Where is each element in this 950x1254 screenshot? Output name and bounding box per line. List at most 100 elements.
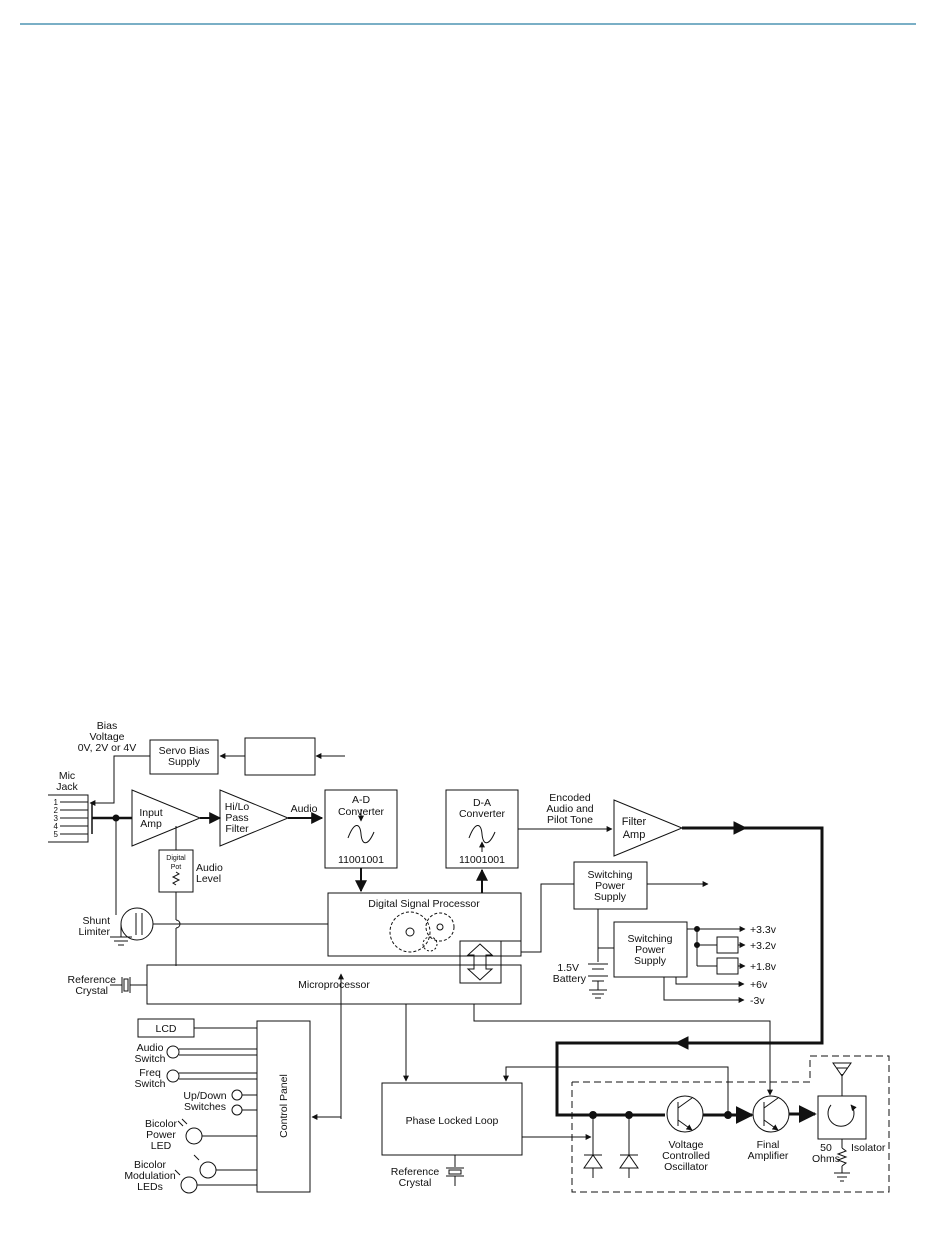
- bml-label-3: LEDs: [137, 1181, 163, 1193]
- pin-label-4: 4: [54, 822, 59, 831]
- pll-label: Phase Locked Loop: [406, 1115, 499, 1127]
- vco-label-2: Controlled: [662, 1150, 710, 1162]
- dsp-micro-bus-arrow: [466, 943, 494, 981]
- da-label-1: D-A: [473, 797, 491, 809]
- bpl-label-1: Bicolor: [145, 1118, 178, 1130]
- filter-amp-triangle: [613, 799, 684, 857]
- ref1-label-1: Reference: [68, 974, 117, 986]
- udsw-label-2: Switches: [184, 1101, 226, 1113]
- sps1-label-1: Switching: [588, 869, 633, 881]
- mic-junction-dot: [112, 814, 120, 822]
- sps2-label-3: Supply: [634, 955, 667, 967]
- antenna-icon: [832, 1062, 852, 1077]
- shunt-label-2: Limiter: [78, 926, 110, 938]
- v33-label: +3.3v: [750, 924, 777, 936]
- dsp-side-wire: [501, 940, 522, 956]
- fsw-label-1: Freq: [139, 1067, 161, 1079]
- bias-label-2: Voltage: [89, 731, 124, 743]
- input-amp-label-2: Amp: [140, 818, 162, 830]
- bpl-label-3: LED: [151, 1140, 172, 1152]
- ad-sine-icon: [347, 825, 375, 844]
- sps1-label-2: Power: [595, 880, 625, 892]
- final-amp-transistor-symbol: [752, 1095, 790, 1133]
- pin-label-1: 1: [54, 798, 59, 807]
- final-collector: [763, 1097, 779, 1109]
- sps1-label-3: Supply: [594, 891, 627, 903]
- input-amp-label-1: Input: [139, 807, 162, 819]
- ad-label-1: A-D: [352, 794, 371, 806]
- regulator-a-box: [716, 936, 739, 954]
- servo-label-1: Servo Bias: [159, 745, 210, 757]
- ad-bits: 11001001: [338, 854, 384, 866]
- isolator-label: Isolator: [851, 1142, 886, 1154]
- fsw-label-2: Switch: [135, 1078, 166, 1090]
- hilo-filter-triangle: [219, 789, 290, 847]
- freq-switch-symbol: [166, 1069, 180, 1083]
- rf-arrow-1: [733, 821, 748, 835]
- fifty-ohm-resistor: [836, 1147, 848, 1167]
- vco-emitter: [677, 1119, 693, 1131]
- modulation-led-ray-1: [193, 1154, 200, 1161]
- pot-resistor-icon: [171, 871, 181, 886]
- dsp-gear-3: [422, 936, 438, 952]
- bml-label-1: Bicolor: [134, 1159, 167, 1171]
- batt-label-1: 1.5V: [557, 962, 579, 974]
- regulator-b-box: [716, 957, 739, 975]
- encoded-label-1: Encoded: [549, 792, 591, 804]
- vco-label-1: Voltage: [668, 1139, 703, 1151]
- servo-bias-supply-box: [149, 739, 219, 775]
- alevel-label-2: Level: [196, 873, 221, 885]
- ref2-label-1: Reference: [391, 1166, 440, 1178]
- da-label-2: Converter: [459, 808, 506, 820]
- dsp-to-sps1-wire: [521, 883, 574, 953]
- micro-to-final-amp-wire: [473, 1004, 773, 1096]
- audio-label: Audio: [291, 803, 318, 815]
- v6-wire: [675, 977, 745, 987]
- lcd-label: LCD: [155, 1023, 176, 1035]
- switching-power-supply-1-box: [573, 861, 648, 910]
- servo-to-mic-wire: [89, 755, 150, 806]
- dpot-label-1: Digital: [166, 855, 186, 862]
- power-led-symbol: [185, 1127, 203, 1145]
- isolator-box: [817, 1095, 867, 1140]
- sps2-label-2: Power: [635, 944, 665, 956]
- filter-label-1: Hi/Lo: [225, 801, 250, 813]
- varactor-1-symbol: [583, 1154, 603, 1169]
- bias-label-1: Bias: [97, 720, 117, 732]
- filter-amp-label-2: Amp: [623, 829, 646, 841]
- bias-label-3: 0V, 2V or 4V: [78, 742, 137, 754]
- isolator-circulator-icon: [827, 1104, 857, 1127]
- dsp-gear-1: [389, 911, 431, 953]
- v32-label: +3.2v: [750, 940, 777, 952]
- udsw-label-1: Up/Down: [183, 1090, 226, 1102]
- ref2-label-2: Crystal: [399, 1177, 432, 1189]
- filter-amp-label-1: Filter: [622, 816, 647, 828]
- up-switch-symbol: [231, 1089, 243, 1101]
- modulation-led-1-symbol: [199, 1161, 217, 1179]
- down-switch-symbol: [231, 1104, 243, 1116]
- v33-dot: [694, 926, 700, 932]
- rf-arrow-2: [674, 1036, 689, 1050]
- final-emitter: [763, 1119, 779, 1131]
- asw-label-1: Audio: [137, 1042, 164, 1054]
- modulation-led-2-symbol: [180, 1176, 198, 1194]
- control-panel-box: [256, 1020, 311, 1193]
- feedback-to-pll-wire: [503, 1066, 729, 1115]
- power-led-ray-1: [177, 1120, 184, 1127]
- mic-label-1: Mic: [59, 770, 75, 782]
- micro-label: Microprocessor: [298, 979, 370, 991]
- ohms-label-2: Ohms: [812, 1153, 840, 1165]
- encoded-label-3: Pilot Tone: [547, 814, 593, 826]
- bml-label-2: Modulation: [124, 1170, 176, 1182]
- dsp-box: [327, 892, 522, 957]
- dpot-label-2: Pot: [171, 864, 182, 871]
- audio-switch-symbol: [166, 1045, 180, 1059]
- vm3-label: -3v: [750, 995, 765, 1007]
- crystal1-symbol: [123, 978, 129, 992]
- reg-a-dot: [694, 942, 700, 948]
- input-amp-triangle: [131, 789, 202, 847]
- pin-label-3: 3: [54, 814, 59, 823]
- asw-label-2: Switch: [135, 1053, 166, 1065]
- pin-label-2: 2: [54, 806, 59, 815]
